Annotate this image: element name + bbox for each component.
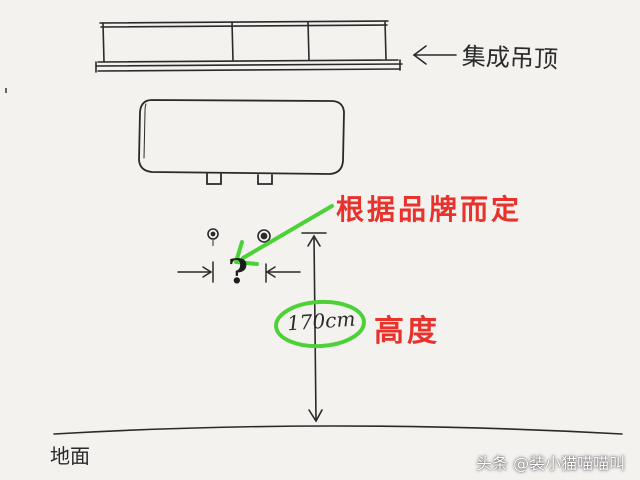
- shower-head-box: [138, 99, 345, 185]
- ceiling-label: 集成吊顶: [461, 42, 559, 74]
- watermark-text: 头条 @装小猫喵喵叫: [476, 454, 626, 473]
- height-value-highlight: [274, 299, 366, 349]
- floor-label: 地面: [50, 444, 90, 468]
- height-dimension: [301, 232, 327, 423]
- height-value-label: 170cm: [286, 306, 357, 336]
- height-label: 高度: [374, 314, 440, 349]
- ceiling-pointer-arrow: [412, 45, 457, 65]
- width-dimension: [177, 261, 301, 283]
- wall-fittings: [207, 228, 271, 246]
- brand-note-label: 根据品牌而定: [336, 193, 523, 226]
- green-callout-arrow: [234, 204, 334, 266]
- unknown-height-mark: ?: [228, 252, 248, 292]
- floor-line: [53, 425, 623, 435]
- ceiling-panel: [95, 20, 403, 73]
